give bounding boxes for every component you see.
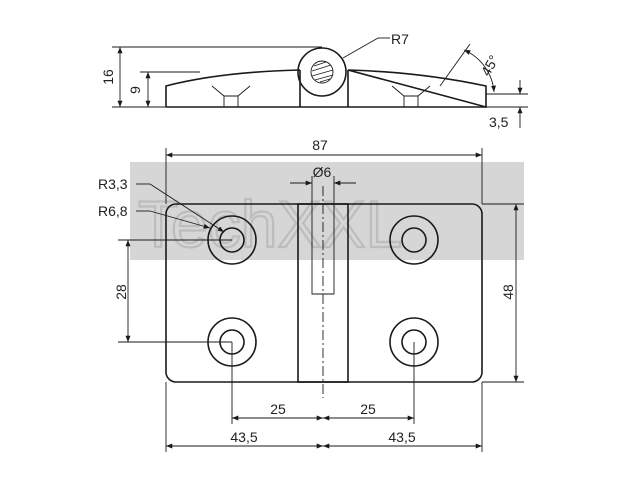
watermark-band [130,162,524,260]
thickness-label: 3,5 [489,114,509,130]
radius-label: R7 [391,31,409,47]
pin-diameter-label: Ø6 [313,164,332,180]
left-countersink [211,85,251,107]
counterbore-radius-label: R6,8 [98,203,128,219]
left-offset-label: 25 [270,401,286,417]
side-view: 16 9 R7 45° 3,5 [100,31,528,130]
total-height-label: 48 [500,284,516,300]
side-view-profile [165,69,487,109]
r7-leader [342,37,379,59]
right-half-width-label: 43,5 [388,429,415,445]
left-half-width-label: 43,5 [230,429,257,445]
total-width-label: 87 [312,137,328,153]
top-view: 87 Ø6 R3,3 R6,8 28 48 25 25 [98,137,524,452]
knuckle-pin [310,60,334,84]
vertical-spacing-label: 28 [113,284,129,300]
pin-hatch [311,61,334,83]
right-offset-label: 25 [360,401,376,417]
hole-top-right [389,215,439,265]
knuckle-outer [297,47,347,97]
hole-radius-label: R3,3 [98,176,128,192]
angle-label: 45° [477,52,501,78]
watermark-text: TechXXL [138,187,402,261]
side-height-label: 16 [100,69,116,85]
right-countersink [391,85,431,107]
side-leaf-height-label: 9 [127,86,143,94]
